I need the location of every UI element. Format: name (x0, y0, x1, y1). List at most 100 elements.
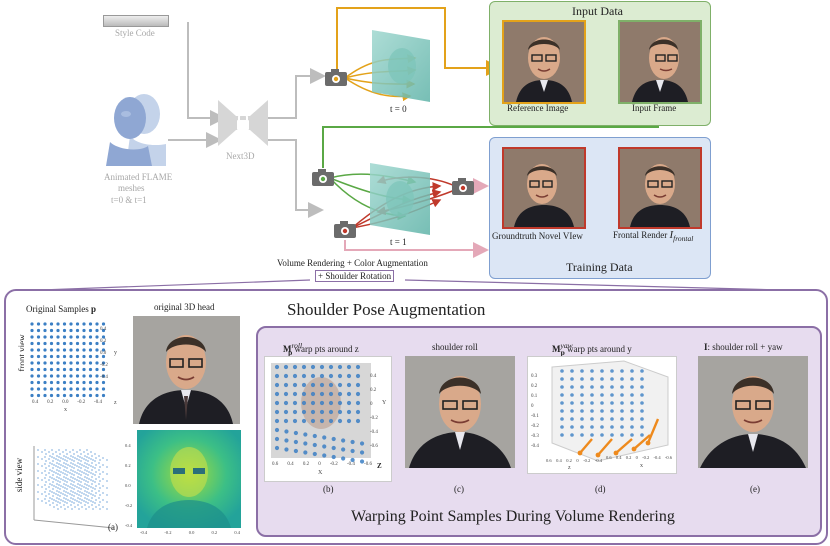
sample-point (79, 484, 81, 486)
sample-point (67, 478, 69, 480)
sample-point (77, 469, 79, 471)
sample-point (57, 508, 59, 510)
sample-point (36, 328, 41, 333)
sample-point (51, 498, 53, 500)
sample-point (84, 490, 86, 492)
sample-point (65, 456, 67, 458)
sample-point (101, 374, 106, 378)
sample-point (292, 418, 298, 424)
sample-point (55, 465, 57, 467)
sample-point (72, 484, 74, 486)
sample-point (83, 451, 85, 453)
sample-point (44, 463, 46, 465)
sample-point (65, 449, 67, 451)
sample-point (43, 335, 47, 339)
sample-point (43, 328, 47, 333)
sample-point (51, 463, 53, 465)
sample-point (73, 453, 75, 455)
flame-mesh-icon (104, 86, 168, 166)
sample-point (56, 462, 58, 464)
sample-point (98, 455, 100, 457)
sample-point (37, 484, 39, 486)
sample-point (83, 500, 85, 502)
next3d-to-cam0-arrow (266, 68, 326, 119)
sample-point (30, 354, 34, 359)
sample-point (274, 382, 280, 388)
sample-point (58, 449, 60, 451)
sample-point (85, 473, 87, 475)
sample-point (37, 449, 39, 451)
input-frame-image (618, 20, 702, 104)
sample-point (580, 417, 584, 421)
caption-d: (d) (595, 484, 606, 494)
sample-point (102, 478, 104, 480)
front-view-xlabel: x (64, 407, 67, 413)
sample-point (359, 450, 365, 455)
sample-point (69, 335, 73, 339)
sample-point (328, 409, 334, 415)
sample-point (359, 459, 365, 464)
sample-point (88, 393, 93, 398)
sample-point (570, 409, 574, 413)
groundtruth-label: Groundtruth Novel VIew (492, 231, 583, 241)
sample-point (75, 393, 80, 398)
sample-point (610, 385, 614, 389)
sample-point (49, 341, 54, 346)
sample-point (640, 409, 644, 413)
sample-point (77, 490, 79, 492)
sample-point (328, 382, 334, 388)
sample-point (570, 401, 574, 405)
sample-point (74, 457, 76, 459)
sample-point (630, 393, 634, 397)
sample-point (80, 474, 82, 476)
sample-point (65, 470, 67, 472)
sample-point (52, 460, 54, 462)
sample-point (337, 382, 343, 388)
sample-point (72, 477, 74, 479)
sample-point (55, 500, 57, 502)
sample-point (49, 328, 54, 333)
sample-point (75, 348, 80, 352)
sample-point (83, 479, 85, 481)
sample-point (355, 391, 361, 397)
sample-point (62, 465, 64, 467)
reference-image (502, 20, 586, 104)
sample-point (36, 387, 41, 391)
sample-point (57, 480, 59, 482)
sample-point (283, 382, 289, 388)
sample-point (62, 322, 67, 326)
sample-point (101, 341, 106, 346)
sample-point (98, 490, 100, 492)
sample-point (283, 409, 289, 415)
sample-point (76, 500, 78, 502)
sample-point (86, 463, 88, 465)
sample-point (60, 506, 62, 508)
sample-point (49, 387, 54, 391)
sample-point (95, 367, 99, 372)
sample-point (48, 486, 50, 488)
sample-point (86, 491, 88, 493)
sample-point (62, 361, 67, 365)
sample-point (319, 409, 325, 415)
next3d-block (218, 100, 268, 146)
t0-label: t = 0 (390, 104, 407, 114)
caption-e: (e) (750, 484, 760, 494)
sample-point (95, 348, 99, 352)
sample-point (580, 409, 584, 413)
orange-to-reference-arrow (336, 7, 502, 76)
depth-heatmap-image (137, 430, 241, 528)
sample-point (76, 486, 78, 488)
sample-point (91, 490, 93, 492)
sample-point (58, 491, 60, 493)
sample-point (48, 465, 50, 467)
sample-point (62, 451, 64, 453)
sample-point (292, 364, 298, 370)
sample-point (84, 483, 86, 485)
sample-point (283, 364, 289, 370)
training-data-title: Training Data (566, 260, 633, 274)
sample-point (82, 361, 86, 365)
sample-point (55, 479, 57, 481)
